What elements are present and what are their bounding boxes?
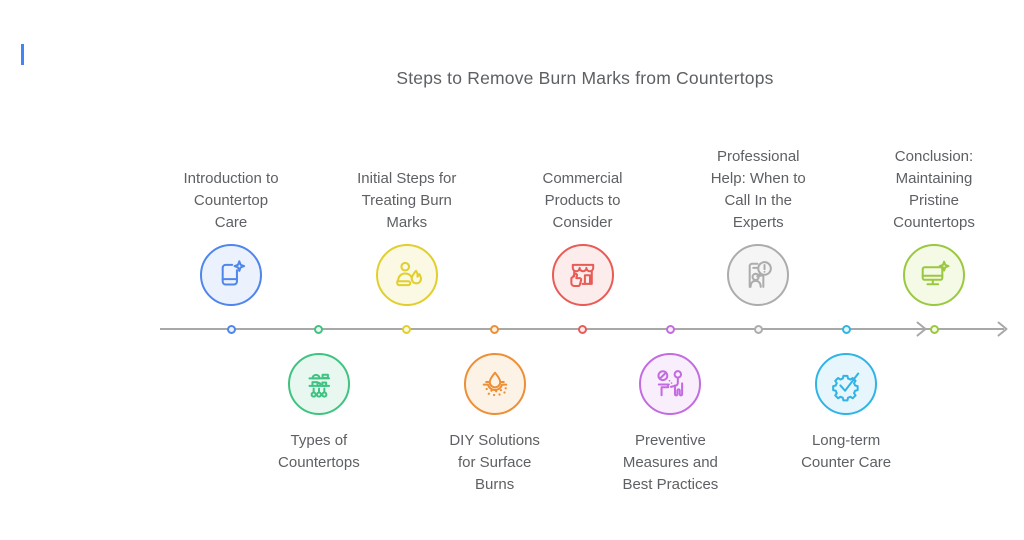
item-icon-badge[interactable] — [815, 353, 878, 415]
item-icon-badge[interactable] — [375, 244, 438, 306]
book-sparkle-icon — [221, 260, 246, 286]
timeline-dot[interactable] — [226, 324, 236, 334]
storefront-thumbs-up-icon — [569, 263, 594, 288]
timeline-end-arrow-icon — [997, 321, 1008, 342]
droplet-surface-icon — [482, 371, 507, 397]
timeline-dot[interactable] — [402, 324, 412, 334]
timeline-dot[interactable] — [578, 324, 587, 334]
timeline-dot[interactable] — [841, 324, 851, 334]
person-flame-icon — [396, 261, 422, 287]
item-icon-badge[interactable] — [727, 244, 790, 306]
item-icon-badge[interactable] — [903, 244, 965, 306]
diagram-title: Steps to Remove Burn Marks from Countert… — [396, 68, 774, 88]
timeline-dot[interactable] — [314, 324, 324, 334]
item-icon-badge[interactable] — [287, 353, 350, 415]
item-icon-badge[interactable] — [639, 353, 702, 415]
item-icon-badge[interactable] — [551, 244, 614, 306]
text-cursor — [21, 44, 24, 65]
cleaning-person-icon — [657, 370, 684, 397]
timeline-dot[interactable] — [490, 324, 500, 334]
item-icon-badge[interactable] — [463, 353, 526, 415]
timeline-dot[interactable] — [665, 324, 675, 334]
timeline-mid-arrow-icon — [916, 321, 927, 342]
timeline-dot[interactable] — [753, 324, 763, 334]
monitor-sparkle-icon — [921, 260, 950, 286]
item-icon-badge[interactable] — [200, 244, 262, 306]
kitchen-shelves-icon — [308, 373, 330, 398]
timeline-dot[interactable] — [929, 324, 939, 334]
document-person-alert-icon — [748, 261, 773, 288]
gear-check-icon — [832, 372, 860, 402]
